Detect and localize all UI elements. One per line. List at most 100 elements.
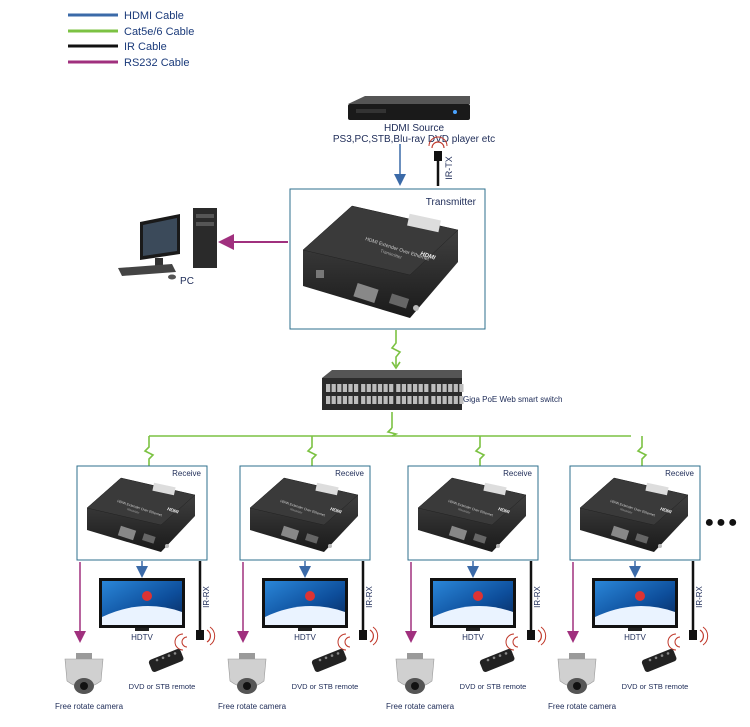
ir-rx-receiver-icon	[527, 630, 535, 640]
switch-icon	[322, 370, 464, 410]
remote-control-icon	[641, 648, 677, 672]
source-title: HDMI Source	[384, 123, 444, 134]
remote-label: DVD or STB remote	[292, 682, 359, 691]
switch-port	[424, 396, 429, 404]
hdmi-logo: HDMI	[660, 506, 673, 515]
legend: HDMI Cable Cat5e/6 Cable IR Cable RS232 …	[68, 10, 194, 69]
more-receivers-indicator: ●●●	[705, 514, 740, 531]
switch-port	[407, 384, 412, 392]
switch-port	[383, 396, 388, 404]
ir-rx-label: IR-RX	[365, 585, 374, 607]
receiver-label: Receive	[503, 469, 532, 478]
legend-item-ir: IR Cable	[68, 41, 167, 53]
legend-label: Cat5e/6 Cable	[124, 26, 194, 38]
ir-rx-receiver-icon	[359, 630, 367, 640]
switch-port	[396, 384, 401, 392]
switch-port	[331, 384, 336, 392]
switch-port	[377, 384, 383, 392]
camera-label: Free rotate camera	[218, 702, 287, 711]
remote-label: DVD or STB remote	[622, 682, 689, 691]
switch-port	[413, 384, 418, 392]
camera-icon	[557, 653, 597, 694]
switch-port	[342, 384, 347, 392]
hdmi-logo: HDMI	[330, 506, 343, 515]
receiver-device-subtext: Receiver	[290, 507, 304, 515]
switch-port	[459, 384, 464, 392]
receiver-label: Receive	[665, 469, 694, 478]
cat5-distribution	[149, 412, 631, 437]
hdmi-logo: HDMI	[419, 251, 436, 262]
switch-port	[459, 396, 464, 404]
camera-icon	[395, 653, 435, 694]
switch-port	[401, 396, 406, 404]
switch-port	[418, 384, 423, 392]
switch-port	[372, 384, 377, 392]
receiver-device-subtext: Receiver	[458, 507, 472, 515]
legend-item-cat5: Cat5e/6 Cable	[68, 26, 194, 38]
switch-port	[348, 396, 353, 404]
switch-port	[436, 396, 442, 404]
switch-port	[326, 384, 331, 392]
receiver-label: Receive	[172, 469, 201, 478]
hdtv-label: HDTV	[131, 633, 153, 642]
switch-port	[442, 384, 447, 392]
ir-signal-icon	[537, 629, 542, 643]
ir-rx-label: IR-RX	[533, 585, 542, 607]
legend-label: RS232 Cable	[124, 57, 189, 69]
switch-port	[418, 396, 423, 404]
hdtv-label: HDTV	[294, 633, 316, 642]
camera-icon	[64, 653, 104, 694]
ir-rx-receiver-icon	[196, 630, 204, 640]
receiver-device-subtext: Receiver	[620, 507, 634, 515]
remote-label: DVD or STB remote	[129, 682, 196, 691]
cat5-cable-receiver	[474, 436, 486, 466]
hdmi-logo: HDMI	[498, 506, 511, 515]
receiver-label: Receive	[335, 469, 364, 478]
cat5-cable-transmitter	[390, 330, 402, 370]
legend-label: IR Cable	[124, 41, 167, 53]
hdmi-logo: HDMI	[167, 506, 180, 515]
pc-label: PC	[180, 276, 194, 287]
legend-item-rs232: RS232 Cable	[68, 57, 189, 69]
receiver-device-subtext: Receiver	[127, 507, 141, 515]
switch-port	[342, 396, 347, 404]
switch-port	[413, 396, 418, 404]
switch-port	[453, 396, 458, 404]
ir-signal-icon	[206, 629, 211, 643]
hdtv-label: HDTV	[624, 633, 646, 642]
transmitter-label: Transmitter	[426, 197, 477, 208]
switch-port	[372, 396, 377, 404]
switch-port	[453, 384, 458, 392]
switch-port	[442, 396, 447, 404]
switch-port	[366, 384, 371, 392]
dvd-player-icon	[348, 96, 470, 120]
transmitter-device-icon: HDMI Extender Over Ethernet Transmitter …	[302, 205, 459, 318]
remote-control-icon	[148, 648, 184, 672]
switch-port	[396, 396, 401, 404]
switch-port	[326, 396, 331, 404]
switch-port	[354, 396, 359, 404]
switch-port	[366, 396, 371, 404]
switch-port	[431, 396, 436, 404]
remote-label: DVD or STB remote	[460, 682, 527, 691]
cat5-cable-receiver	[143, 436, 155, 466]
ir-rx-receiver-icon	[689, 630, 697, 640]
hdtv-icon	[592, 578, 678, 631]
hdtv-label: HDTV	[462, 633, 484, 642]
switch-port	[407, 396, 412, 404]
switch-port	[401, 384, 406, 392]
ir-tx-emitter-icon	[428, 136, 448, 186]
switch-port	[424, 384, 429, 392]
legend-item-hdmi: HDMI Cable	[68, 10, 184, 22]
switch-port	[361, 384, 366, 392]
transmitter-device-subtext: Transmitter	[380, 248, 404, 260]
camera-icon	[227, 653, 267, 694]
cat5-cable-receiver	[636, 436, 648, 466]
